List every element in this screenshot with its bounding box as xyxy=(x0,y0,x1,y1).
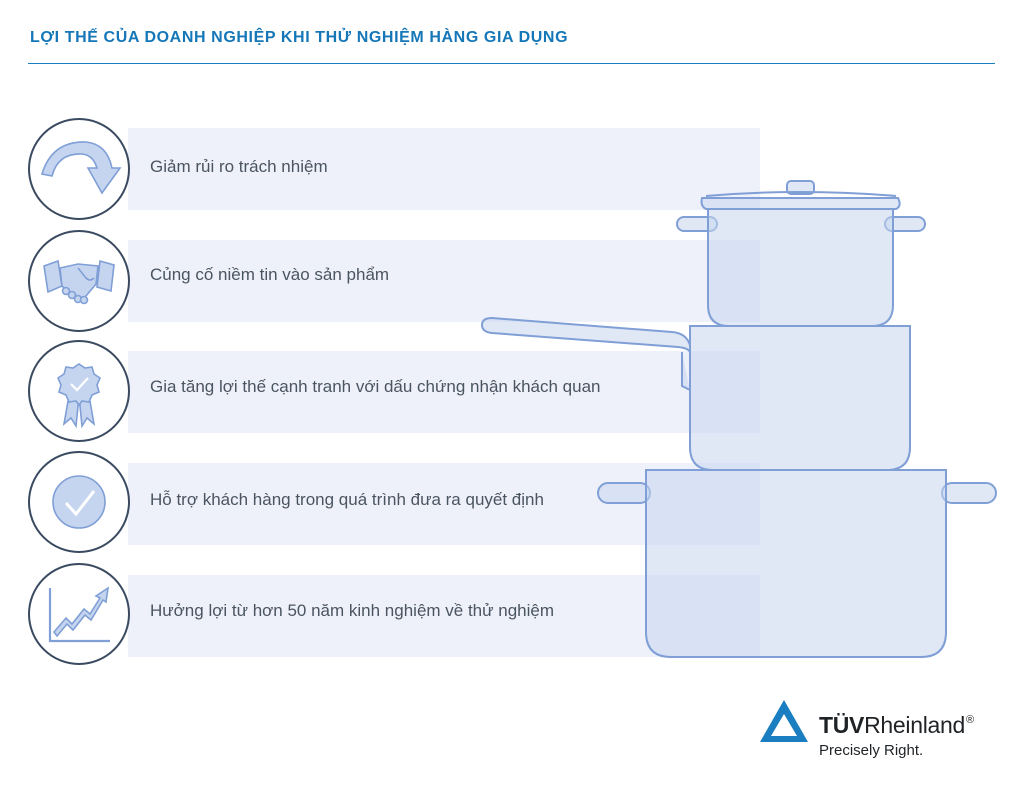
benefit-label-5: Hưởng lợi từ hơn 50 năm kinh nghiệm về t… xyxy=(150,601,554,620)
large-pot xyxy=(597,469,997,658)
benefit-label-3: Gia tăng lợi thế cạnh tranh với dấu chứn… xyxy=(150,377,601,396)
brand-name: TÜVRheinland® xyxy=(819,712,974,739)
brand-name-bold: TÜV xyxy=(819,712,865,738)
benefit-label-4: Hỗ trợ khách hàng trong quá trình đưa ra… xyxy=(150,490,544,509)
row-band xyxy=(128,240,760,322)
saucepan xyxy=(480,316,911,471)
brand-name-rest: Rheinland xyxy=(864,712,965,738)
page-title: LỢI THẾ CỦA DOANH NGHIỆP KHI THỬ NGHIỆM … xyxy=(30,29,569,46)
row-band xyxy=(128,351,760,433)
title-divider xyxy=(28,63,995,64)
curved-arrow-icon xyxy=(28,118,130,220)
brand-tagline: Precisely Right. xyxy=(819,742,924,759)
cookware-stack xyxy=(480,180,997,658)
registered-mark: ® xyxy=(966,714,974,726)
benefit-label-1: Giảm rủi ro trách nhiệm xyxy=(150,157,328,176)
growth-chart-icon xyxy=(28,563,130,665)
lidded-pot xyxy=(676,180,926,327)
handshake-icon xyxy=(28,230,130,332)
award-ribbon-icon xyxy=(28,340,130,442)
tuv-logo-icon xyxy=(760,700,808,742)
checkmark-circle-icon xyxy=(28,451,130,553)
benefit-label-2: Củng cố niềm tin vào sản phẩm xyxy=(150,265,390,284)
row-band xyxy=(128,128,760,210)
